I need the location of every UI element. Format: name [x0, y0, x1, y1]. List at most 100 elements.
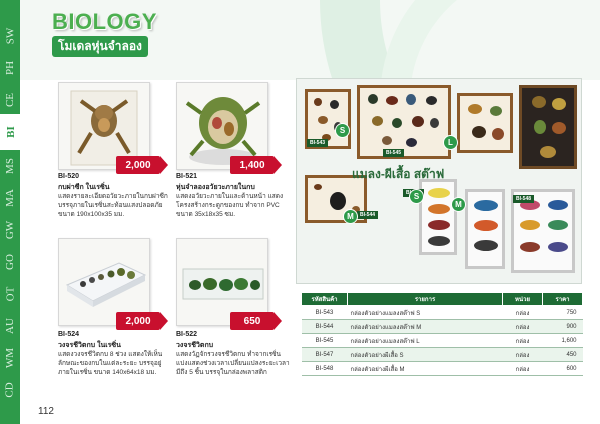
- table-cell-price: 900: [542, 319, 583, 334]
- product-photo-lifecycle-models: [176, 238, 268, 326]
- table-cell-price: 600: [542, 361, 583, 376]
- page-title: BIOLOGY: [52, 9, 157, 34]
- tab-ms[interactable]: MS: [0, 148, 20, 184]
- product-code: BI-521: [176, 173, 198, 180]
- tab-bi[interactable]: BI: [0, 114, 22, 150]
- product-photo-frog-resin: [58, 82, 150, 170]
- lifecycle-resin-block-image: [65, 262, 147, 307]
- case-label: BI-548: [513, 195, 535, 203]
- beetle-case: [519, 85, 577, 169]
- insect-case-l: [357, 85, 451, 159]
- tab-gw[interactable]: GW: [0, 212, 20, 248]
- price-tag: 650: [230, 312, 282, 330]
- decorative-arc: [380, 0, 600, 80]
- tab-label: CE: [4, 92, 16, 108]
- product-description: แสดงอวัยวะภายในและด้านหน้า แสดงโครงสร้าง…: [176, 193, 284, 218]
- insect-panel-title: แมลง-ผีเสื้อ สต๊าฟ: [352, 167, 445, 181]
- tab-label: MA: [3, 189, 16, 207]
- product-description: แสดงรายละเอียดอวัยวะภายในกบผ่าซีก บรรจุภ…: [58, 193, 168, 218]
- product-description: แสดงวงจรชีวิตกบ 8 ช่วง แสดงให้เห็นลักษณะ…: [58, 351, 163, 376]
- size-badge: L: [443, 135, 458, 150]
- table-cell-code: BI-543: [301, 305, 348, 320]
- tab-label: GW: [3, 220, 16, 240]
- tab-label: PH: [4, 60, 16, 76]
- butterfly-case-s: [419, 179, 457, 255]
- tab-label: OT: [3, 286, 16, 302]
- tab-ot[interactable]: OT: [0, 276, 20, 312]
- table-header-unit: หน่วย: [502, 292, 543, 306]
- page-number: 112: [38, 406, 54, 417]
- size-badge: S: [409, 189, 424, 204]
- table-cell-price: 750: [542, 305, 583, 320]
- table-header-code: รหัสสินค้า: [301, 292, 348, 306]
- tab-sw[interactable]: SW: [0, 18, 20, 54]
- tab-wm[interactable]: WM: [0, 340, 20, 376]
- price-tag: 1,400: [230, 156, 282, 174]
- table-header-item: รายการ: [347, 292, 503, 306]
- table-cell-item: กล่องตัวอย่างผีเสื้อ S: [347, 347, 503, 362]
- tab-label: MS: [4, 158, 16, 174]
- insect-case-m: [457, 93, 513, 153]
- tab-go[interactable]: GO: [0, 244, 20, 280]
- table-row: BI-548 กล่องตัวอย่างผีเสื้อ M กล่อง 600: [301, 361, 583, 376]
- decorative-arc: [320, 0, 600, 80]
- category-tab-strip: SW PH CE BI MS MA GW GO OT AU WM CD: [0, 0, 22, 424]
- case-label: BI-545: [383, 149, 405, 157]
- tab-label: BI: [5, 126, 17, 138]
- tab-ph[interactable]: PH: [0, 50, 20, 86]
- table-cell-code: BI-544: [301, 319, 348, 334]
- product-photo-lifecycle-resin: [58, 238, 150, 326]
- tab-label: AU: [3, 318, 16, 334]
- tab-cd[interactable]: CD: [0, 372, 20, 408]
- product-code: BI-520: [58, 173, 80, 180]
- case-label: BI-544: [357, 211, 379, 219]
- table-cell-item: กล่องตัวอย่างแมลงสต๊าฟ L: [347, 333, 503, 348]
- price-tag: 2,000: [116, 312, 168, 330]
- tab-au[interactable]: AU: [0, 308, 20, 344]
- tab-label: SW: [4, 27, 16, 45]
- table-row: BI-547 กล่องตัวอย่างผีเสื้อ S กล่อง 450: [301, 347, 583, 362]
- table-cell-price: 450: [542, 347, 583, 362]
- size-badge: M: [451, 197, 466, 212]
- tab-label: GO: [3, 254, 16, 270]
- product-description: แสดงวัฏจักรวงจรชีวิตกบ ทำจากเรซิ่น แบ่งแ…: [176, 351, 290, 376]
- tab-label: WM: [4, 347, 17, 369]
- product-name: วงจรชีวิตกบ ในเรซิ่น: [58, 342, 121, 349]
- table-cell-code: BI-545: [301, 333, 348, 348]
- page-subtitle: โมเดลหุ่นจำลอง: [52, 36, 148, 57]
- table-cell-unit: กล่อง: [502, 319, 543, 334]
- table-cell-code: BI-548: [301, 361, 348, 376]
- table-cell-item: กล่องตัวอย่างแมลงสต๊าฟ M: [347, 319, 503, 334]
- table-cell-code: BI-547: [301, 347, 348, 362]
- table-header-price: ราคา: [542, 292, 583, 306]
- butterfly-case-m-2: [511, 189, 575, 273]
- table-cell-unit: กล่อง: [502, 333, 543, 348]
- product-code: BI-522: [176, 331, 198, 338]
- tab-ce[interactable]: CE: [0, 82, 20, 118]
- lifecycle-models-image: [182, 268, 264, 300]
- insect-display-photo: BI-543 BI-545 BI-547 BI-544 BI-548 S L S…: [296, 78, 582, 284]
- product-name: วงจรชีวิตกบ: [176, 342, 214, 349]
- product-code: BI-524: [58, 331, 80, 338]
- butterfly-case-m-1: [465, 189, 505, 269]
- price-tag: 2,000: [116, 156, 168, 174]
- table-cell-unit: กล่อง: [502, 361, 543, 376]
- product-name: หุ่นจำลองอวัยวะภายในกบ: [176, 184, 255, 191]
- table-cell-item: กล่องตัวอย่างแมลงสต๊าฟ S: [347, 305, 503, 320]
- table-cell-item: กล่องตัวอย่างผีเสื้อ M: [347, 361, 503, 376]
- size-badge: M: [343, 209, 358, 224]
- product-name: กบผ่าซีก ในเรซิ่น: [58, 184, 110, 191]
- table-cell-price: 1,600: [542, 333, 583, 348]
- table-row: BI-543 กล่องตัวอย่างแมลงสต๊าฟ S กล่อง 75…: [301, 305, 583, 320]
- table-cell-unit: กล่อง: [502, 347, 543, 362]
- table-header-row: รหัสสินค้า รายการ หน่วย ราคา: [301, 292, 583, 306]
- insect-case-scorpion: [305, 175, 367, 223]
- price-table: รหัสสินค้า รายการ หน่วย ราคา BI-543 กล่อ…: [301, 292, 583, 376]
- size-badge: S: [335, 123, 350, 138]
- tab-ma[interactable]: MA: [0, 180, 20, 216]
- case-label: BI-543: [307, 139, 329, 147]
- frog-dissection-image: [70, 90, 138, 166]
- table-row: BI-544 กล่องตัวอย่างแมลงสต๊าฟ M กล่อง 90…: [301, 319, 583, 334]
- table-row: BI-545 กล่องตัวอย่างแมลงสต๊าฟ L กล่อง 1,…: [301, 333, 583, 348]
- tab-label: CD: [4, 382, 16, 398]
